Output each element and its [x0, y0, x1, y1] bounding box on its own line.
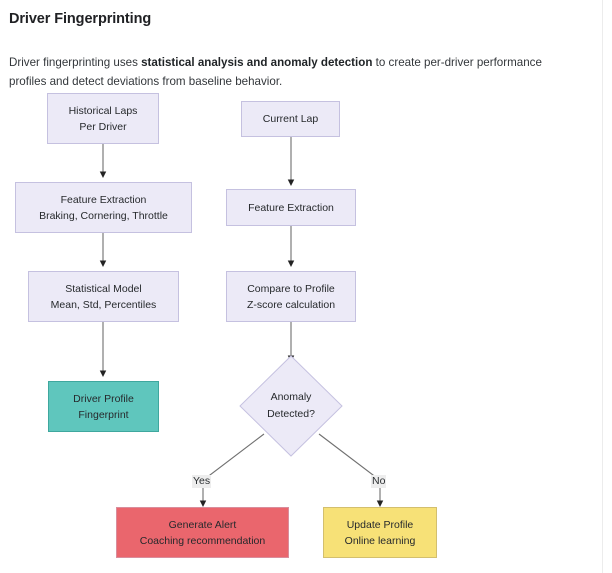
- page-title: Driver Fingerprinting: [9, 11, 152, 27]
- node-historical-laps-line2: Per Driver: [79, 120, 127, 133]
- node-feature-extraction-live-line1: Feature Extraction: [248, 201, 334, 214]
- node-historical-laps-line1: Historical Laps: [68, 104, 138, 117]
- intro-text-bold: statistical analysis and anomaly detecti…: [141, 55, 373, 69]
- node-compare-to-profile-line2: Z-score calculation: [246, 298, 336, 311]
- diamond-shape: [239, 355, 343, 457]
- intro-paragraph: Driver fingerprinting uses statistical a…: [9, 53, 579, 91]
- edge-label-no: No: [371, 475, 387, 488]
- node-historical-laps[interactable]: Historical Laps Per Driver: [47, 93, 159, 144]
- node-current-lap-line1: Current Lap: [262, 113, 319, 125]
- node-statistical-model-line1: Statistical Model: [65, 282, 142, 295]
- node-feature-extraction-live[interactable]: Feature Extraction: [226, 189, 356, 226]
- intro-text-after: to create per-driver performance profile…: [9, 55, 542, 88]
- node-statistical-model-line2: Mean, Std, Percentiles: [50, 298, 157, 311]
- node-update-profile-line2: Online learning: [344, 534, 416, 547]
- node-update-profile-line1: Update Profile: [346, 518, 414, 531]
- panel-right-border: [602, 0, 603, 573]
- node-update-profile[interactable]: Update Profile Online learning: [323, 507, 437, 558]
- node-generate-alert-line1: Generate Alert: [168, 518, 237, 531]
- node-anomaly-detected-label: Anomaly Detected?: [239, 355, 343, 457]
- node-driver-profile-line2: Fingerprint: [78, 408, 129, 421]
- node-generate-alert[interactable]: Generate Alert Coaching recommendation: [116, 507, 289, 558]
- node-driver-profile-line1: Driver Profile: [73, 392, 134, 405]
- node-compare-to-profile[interactable]: Compare to Profile Z-score calculation: [226, 271, 356, 322]
- node-current-lap[interactable]: Current Lap: [241, 101, 340, 137]
- intro-text-before: Driver fingerprinting uses: [9, 55, 142, 69]
- node-anomaly-detected[interactable]: Anomaly Detected?: [239, 355, 343, 457]
- node-feature-extraction-historical[interactable]: Feature Extraction Braking, Cornering, T…: [15, 182, 192, 233]
- node-compare-to-profile-line1: Compare to Profile: [247, 282, 335, 295]
- node-anomaly-detected-line2: Detected?: [267, 408, 315, 420]
- node-anomaly-detected-line1: Anomaly: [270, 391, 312, 403]
- node-driver-profile[interactable]: Driver Profile Fingerprint: [48, 381, 159, 432]
- node-feature-extraction-historical-line1: Feature Extraction: [60, 193, 147, 206]
- node-statistical-model[interactable]: Statistical Model Mean, Std, Percentiles: [28, 271, 179, 322]
- edge-label-yes: Yes: [192, 475, 212, 488]
- node-feature-extraction-historical-line2: Braking, Cornering, Throttle: [39, 209, 168, 222]
- node-generate-alert-line2: Coaching recommendation: [139, 534, 266, 547]
